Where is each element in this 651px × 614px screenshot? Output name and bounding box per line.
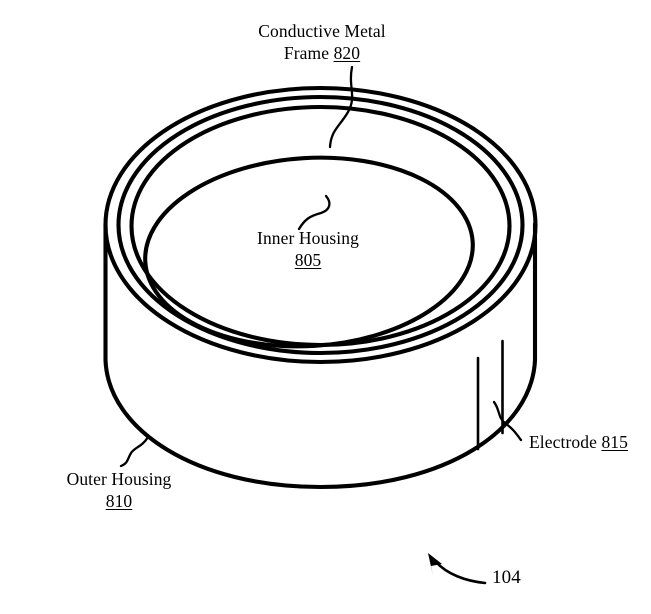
figure-arrow-head — [428, 553, 442, 576]
label-inner-housing: Inner Housing 805 — [228, 227, 388, 271]
inner-housing-bore — [143, 155, 475, 349]
leader-inner-housing — [297, 194, 331, 231]
leader-outer-housing — [119, 435, 150, 468]
inner-housing-ring — [143, 155, 475, 349]
outer-housing-rim-inner — [116, 94, 525, 356]
label-conductive-metal-frame-word: Frame — [283, 43, 330, 63]
label-conductive-metal-frame-line2: Frame 820 — [252, 42, 392, 64]
figure-reference-arrow — [428, 553, 487, 585]
label-outer-housing-line1: Outer Housing — [66, 469, 172, 489]
ref-number-805: 805 — [294, 250, 322, 270]
leader-electrode — [492, 400, 523, 442]
outer-housing-body — [103, 221, 538, 490]
electrode-band — [476, 339, 504, 451]
ref-number-820: 820 — [333, 43, 361, 63]
outer-housing-rim-outer — [103, 85, 538, 365]
conductive-metal-frame-ring — [129, 104, 512, 348]
leader-conductive-metal-frame — [328, 65, 354, 149]
label-outer-housing: Outer Housing 810 — [44, 468, 194, 512]
ref-number-810: 810 — [105, 491, 133, 511]
outer-housing-bottom-arc — [103, 357, 538, 490]
label-electrode-word: Electrode — [529, 432, 597, 452]
label-conductive-metal-frame: Conductive Metal Frame 820 — [252, 20, 392, 64]
label-inner-housing-line1: Inner Housing — [257, 228, 359, 248]
figure-reference-number: 104 — [492, 567, 521, 588]
top-rim-rings — [103, 85, 538, 365]
ref-number-815: 815 — [601, 432, 628, 452]
figure-arrow-curve — [434, 560, 487, 585]
label-electrode: Electrode 815 — [529, 431, 628, 453]
label-conductive-metal-frame-line1: Conductive Metal — [258, 21, 386, 41]
